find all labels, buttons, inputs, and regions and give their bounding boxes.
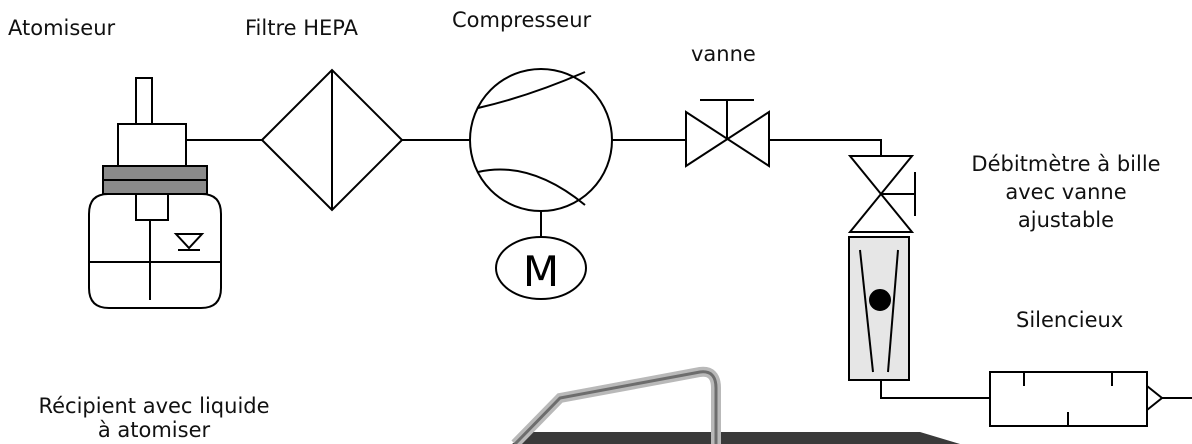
label-debitmetre-line3: ajustable [1017, 208, 1115, 232]
label-recipient-line2: à atomiser [97, 418, 211, 442]
label-debitmetre: Débitmètre à bille avec vanne ajustable [940, 150, 1192, 234]
device-photo [511, 366, 960, 444]
valve-icon [685, 99, 770, 168]
adjustable-valve-icon [847, 155, 916, 233]
label-recipient: Récipient avec liquide à atomiser [0, 392, 308, 444]
silencer-icon [989, 371, 1192, 427]
atomizer-icon [88, 77, 222, 309]
label-debitmetre-line1: Débitmètre à bille [971, 152, 1161, 176]
label-vanne: vanne [691, 42, 756, 66]
label-recipient-line1: Récipient avec liquide [38, 394, 270, 418]
label-silencieux: Silencieux [1016, 308, 1124, 332]
label-compresseur: Compresseur [452, 8, 592, 32]
ball-flowmeter-icon [848, 236, 910, 381]
label-filtre-hepa: Filtre HEPA [245, 16, 358, 40]
label-atomiseur: Atomiseur [8, 16, 116, 40]
hepa-filter-icon [260, 68, 404, 212]
motor-label: M [523, 247, 559, 296]
label-debitmetre-line2: avec vanne [1005, 180, 1127, 204]
